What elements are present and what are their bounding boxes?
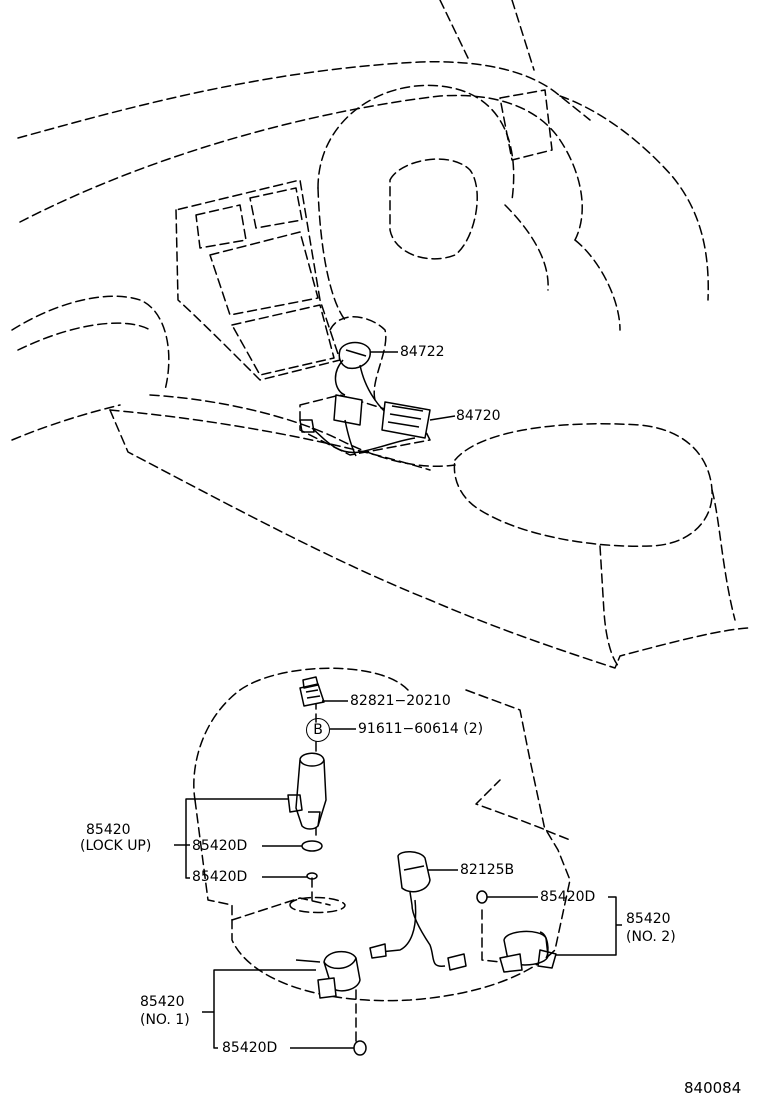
part-number-91611: 91611−60614 (2)	[358, 721, 484, 737]
callout-marker-b: B	[306, 718, 330, 742]
part-number-84722: 84722	[400, 344, 445, 360]
part-label-lock-up: (LOCK UP)	[80, 838, 152, 854]
part-number-82125b: 82125B	[460, 862, 515, 878]
part-number-85420d-c: 85420D	[540, 889, 596, 905]
figure-id: 840084	[684, 1079, 742, 1097]
part-number-85420-no2: 85420	[626, 911, 671, 927]
part-number-85420d-d: 85420D	[222, 1040, 278, 1056]
part-number-84720: 84720	[456, 408, 501, 424]
part-number-85420d-a: 85420D	[192, 838, 248, 854]
part-label-no2: (NO. 2)	[626, 929, 676, 945]
part-number-85420-lockup: 85420	[86, 822, 131, 838]
part-number-85420-no1: 85420	[140, 994, 185, 1010]
part-label-no1: (NO. 1)	[140, 1012, 190, 1028]
part-number-82821: 82821−20210	[350, 693, 451, 709]
part-number-85420d-b: 85420D	[192, 869, 248, 885]
